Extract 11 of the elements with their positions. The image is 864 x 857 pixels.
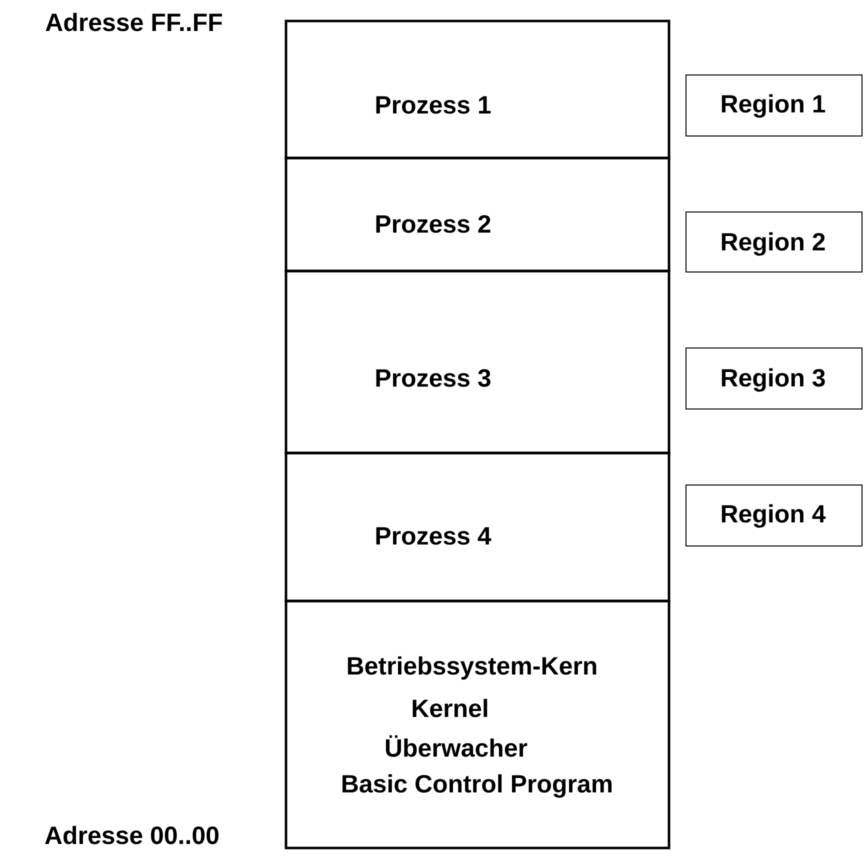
memory-segment: Prozess 2 <box>284 156 670 272</box>
region-box: Region 2 <box>686 212 862 272</box>
memory-segment: Prozess 1 <box>284 20 670 160</box>
region-box: Region 3 <box>686 348 862 410</box>
region-box: Region 1 <box>686 74 862 136</box>
region-box: Region 4 <box>686 484 862 546</box>
memory-segment: Prozess 4 <box>284 452 670 602</box>
address-label: Adresse 00..00 <box>45 826 218 844</box>
memory-segment: Betriebssystem-Kern Kernel Überwacher Basic Control Program <box>284 600 670 850</box>
memory-segment: Prozess 3 <box>284 270 670 454</box>
address-label: Adresse FF..FF <box>46 12 222 32</box>
